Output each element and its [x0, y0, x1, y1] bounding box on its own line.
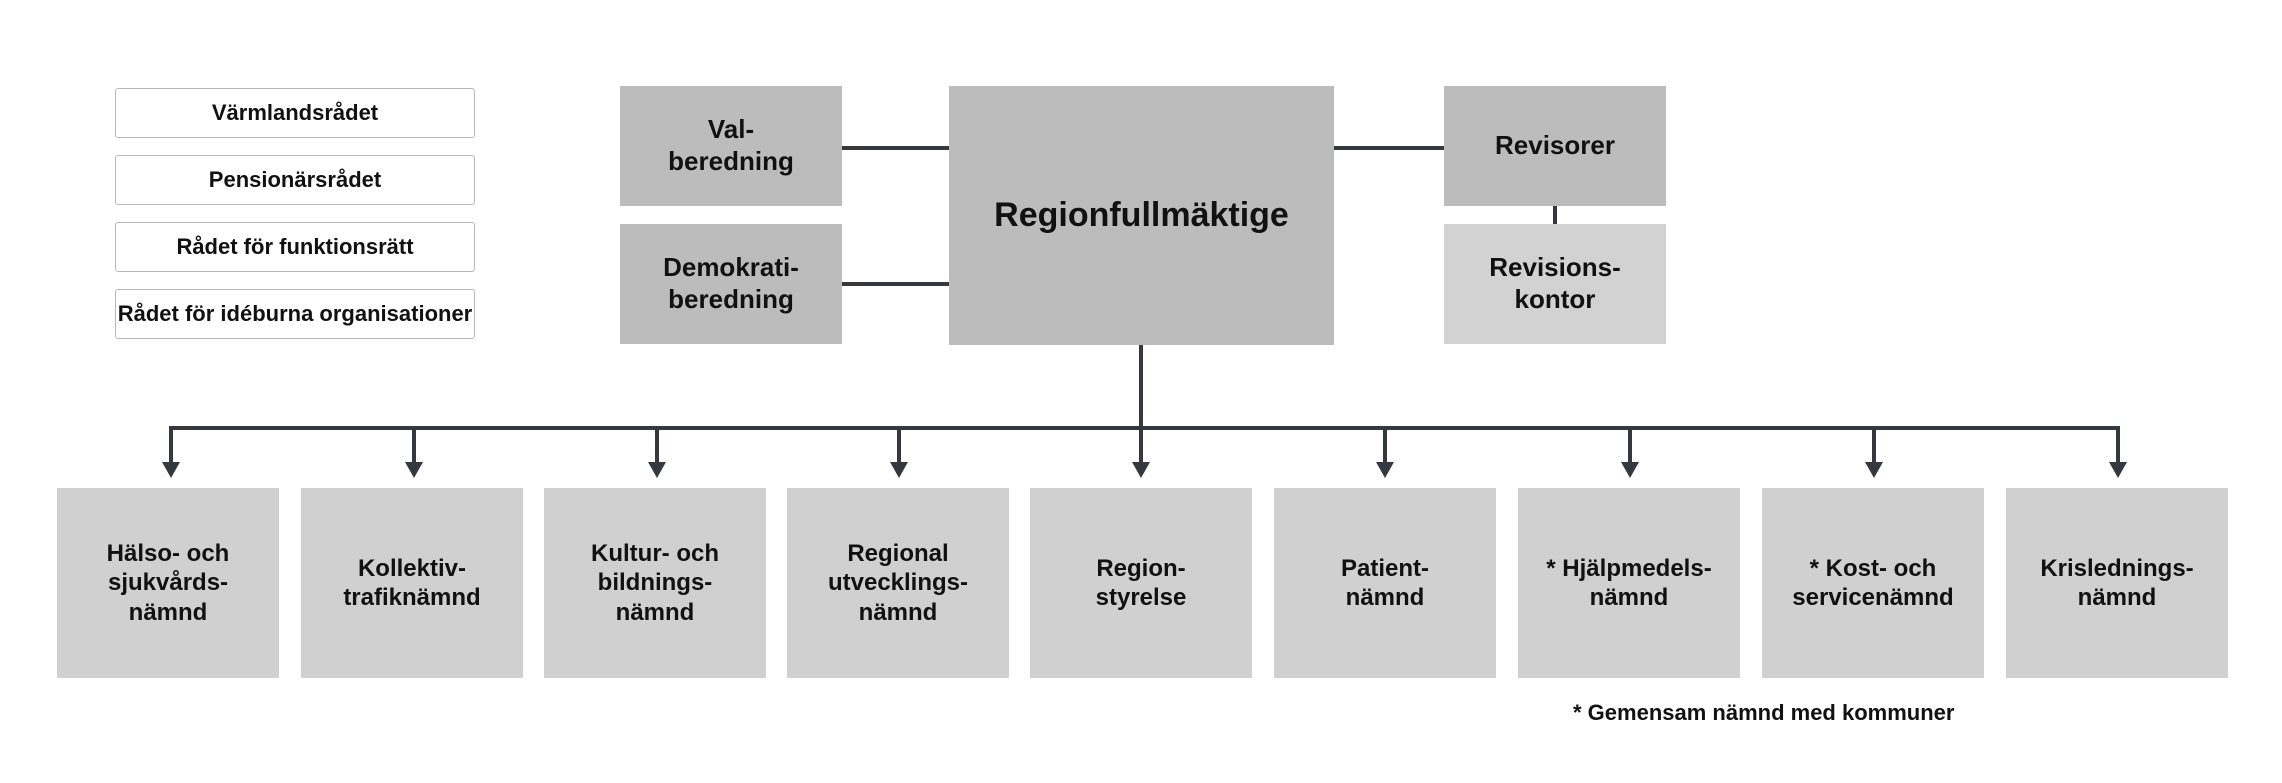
unit-label: Hälso- och sjukvårds- nämnd — [106, 540, 230, 626]
unit-box-krisledningsnamnd[interactable]: Krislednings- nämnd — [2006, 488, 2228, 678]
drop-line-5 — [1139, 426, 1143, 466]
council-box-radet-for-funktionsratt[interactable]: Rådet för funktionsrätt — [115, 222, 475, 272]
drop-line-8 — [1872, 426, 1876, 466]
drop-line-3 — [655, 426, 659, 466]
audit-box-revisorer[interactable]: Revisorer — [1444, 86, 1666, 206]
unit-label: Kollektiv- trafiknämnd — [343, 554, 481, 611]
committee-label: Demokrati- beredning — [663, 252, 799, 314]
drop-line-9 — [2116, 426, 2120, 466]
council-box-varmlandsradet[interactable]: Värmlandsrådet — [115, 88, 475, 138]
audit-box-revisionskontor[interactable]: Revisions- kontor — [1444, 224, 1666, 344]
unit-label: * Hjälpmedels- nämnd — [1546, 554, 1712, 611]
connector-valberedning — [842, 146, 950, 150]
council-label: Rådet för idéburna organisationer — [117, 300, 473, 326]
arrow-head-5 — [1132, 462, 1150, 478]
unit-box-hjalpmedelsnamnd[interactable]: * Hjälpmedels- nämnd — [1518, 488, 1740, 678]
central-label: Regionfullmäktige — [994, 195, 1289, 234]
drop-line-7 — [1628, 426, 1632, 466]
unit-box-regional-utvecklingsnamnd[interactable]: Regional utvecklings- nämnd — [787, 488, 1009, 678]
unit-box-patientnamnd[interactable]: Patient- nämnd — [1274, 488, 1496, 678]
connector-demokratiberedning — [842, 282, 950, 286]
audit-label: Revisorer — [1495, 130, 1615, 161]
committee-box-valberedning[interactable]: Val- beredning — [620, 86, 842, 206]
unit-box-kollektivtrafiknamnd[interactable]: Kollektiv- trafiknämnd — [301, 488, 523, 678]
council-box-pensionarsradet[interactable]: Pensionärsrådet — [115, 155, 475, 205]
drop-line-1 — [169, 426, 173, 466]
arrow-head-2 — [405, 462, 423, 478]
committee-label: Val- beredning — [668, 114, 794, 176]
unit-label: Kultur- och bildnings- nämnd — [591, 540, 719, 626]
arrow-head-7 — [1621, 462, 1639, 478]
unit-box-halso-och-sjukvardsnamnd[interactable]: Hälso- och sjukvårds- nämnd — [57, 488, 279, 678]
unit-box-regionstyrelse[interactable]: Region- styrelse — [1030, 488, 1252, 678]
arrow-head-4 — [890, 462, 908, 478]
footnote-gemensam-namnd: * Gemensam nämnd med kommuner — [1573, 700, 1955, 725]
unit-label: Patient- nämnd — [1340, 554, 1429, 611]
unit-label: * Kost- och servicenämnd — [1792, 554, 1954, 611]
connector-revisorer-to-revisionskontor — [1553, 206, 1557, 224]
unit-box-kost-och-servicenamnd[interactable]: * Kost- och servicenämnd — [1762, 488, 1984, 678]
committee-box-demokratiberedning[interactable]: Demokrati- beredning — [620, 224, 842, 344]
council-label: Pensionärsrådet — [208, 166, 382, 192]
arrow-head-1 — [162, 462, 180, 478]
unit-label: Krislednings- nämnd — [2040, 554, 2194, 611]
unit-label: Region- styrelse — [1095, 554, 1187, 611]
trunk-line — [1139, 345, 1143, 428]
distribution-bar — [169, 426, 2120, 430]
unit-label: Regional utvecklings- nämnd — [827, 540, 969, 626]
audit-label: Revisions- kontor — [1489, 252, 1621, 314]
arrow-head-8 — [1865, 462, 1883, 478]
arrow-head-9 — [2109, 462, 2127, 478]
arrow-head-3 — [648, 462, 666, 478]
connector-revisorer — [1334, 146, 1444, 150]
central-box-regionfullmaktige[interactable]: Regionfullmäktige — [949, 86, 1334, 345]
drop-line-6 — [1383, 426, 1387, 466]
unit-box-kultur-och-bildningsnamnd[interactable]: Kultur- och bildnings- nämnd — [544, 488, 766, 678]
drop-line-2 — [412, 426, 416, 466]
council-label: Rådet för funktionsrätt — [176, 233, 414, 259]
council-box-radet-for-ideburna-organisationer[interactable]: Rådet för idéburna organisationer — [115, 289, 475, 339]
council-label: Värmlandsrådet — [211, 99, 379, 125]
arrow-head-6 — [1376, 462, 1394, 478]
drop-line-4 — [897, 426, 901, 466]
